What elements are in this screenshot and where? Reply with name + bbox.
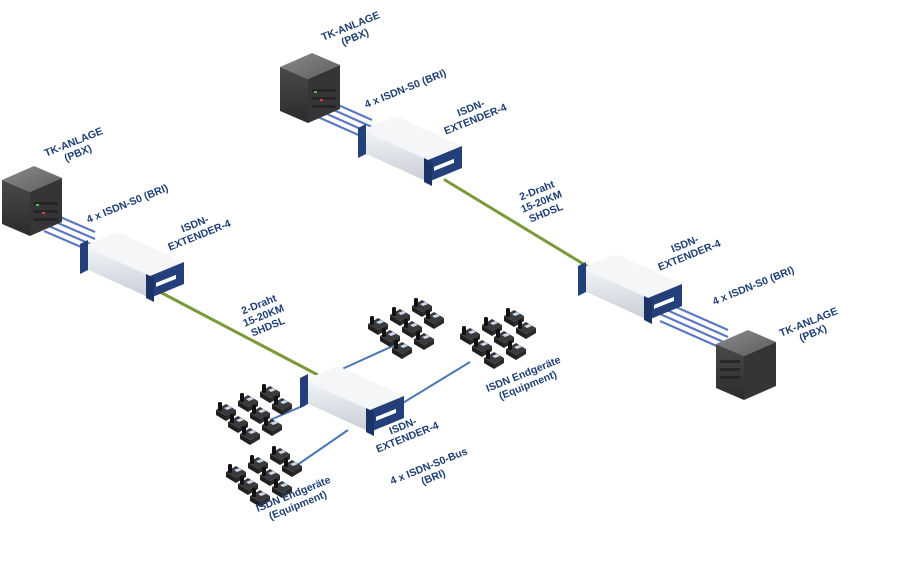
extender-left <box>80 232 184 302</box>
isdn-phone-groups <box>216 298 536 507</box>
isdn-phone-icon <box>392 340 412 359</box>
isdn-phone-icon <box>282 458 302 477</box>
isdn-phone-icon <box>414 331 434 350</box>
isdn-phone-icon <box>380 328 400 347</box>
isdn-phone-icon <box>240 426 260 445</box>
phone-cluster-bottom <box>226 446 302 507</box>
isdn-phone-icon <box>424 310 444 329</box>
extender-right <box>578 254 682 324</box>
pbx-left <box>2 166 62 236</box>
phone-cluster-top <box>368 298 444 359</box>
isdn-phone-icon <box>250 488 270 507</box>
isdn-phone-icon <box>390 307 410 326</box>
isdn-phone-icon <box>484 350 504 369</box>
pbx-top <box>280 53 340 123</box>
shdsl-link-top <box>443 178 592 270</box>
isdn-phone-icon <box>226 464 246 483</box>
isdn-phone-icon <box>216 402 236 421</box>
isdn-phone-icon <box>506 341 526 360</box>
isdn-phone-icon <box>238 476 258 495</box>
isdn-phone-icon <box>472 338 492 357</box>
isdn-phone-icon <box>272 396 292 415</box>
isdn-phone-icon <box>494 329 514 348</box>
extender-bottom <box>300 366 404 436</box>
extender-top <box>358 116 462 186</box>
isdn-phone-icon <box>262 417 282 436</box>
phone-cluster-right <box>460 308 536 369</box>
phone-cluster-left <box>216 384 292 445</box>
pbx-right <box>716 330 776 400</box>
isdn-phone-icon <box>272 479 292 498</box>
isdn-phone-icon <box>516 320 536 339</box>
shdsl-link-left <box>158 290 320 377</box>
isdn-phone-icon <box>368 316 388 335</box>
isdn-phone-icon <box>482 317 502 336</box>
